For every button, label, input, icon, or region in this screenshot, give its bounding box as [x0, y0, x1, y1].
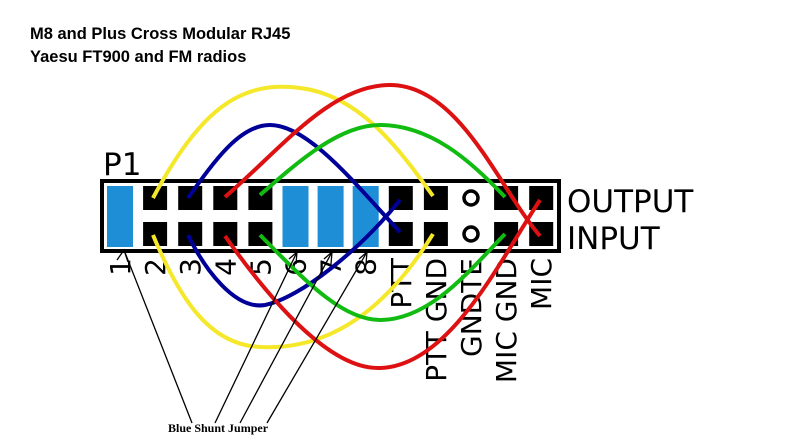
arrow-to-pin-6 — [214, 251, 298, 424]
output-row-label: OUTPUT — [567, 184, 694, 220]
arrowhead — [323, 250, 333, 265]
input-row-label: INPUT — [567, 221, 661, 257]
yellow-wire-bottom — [151, 232, 435, 350]
arrowhead — [358, 250, 368, 265]
shunt-annotation: Blue Shunt Jumper — [168, 421, 269, 435]
arrow-to-pin-8 — [266, 251, 368, 424]
pin-label: 1 — [104, 258, 137, 276]
pin-label: PTT GND — [420, 258, 453, 382]
arrow-to-pin-1 — [123, 249, 193, 424]
pin-grid — [107, 186, 554, 247]
header-label: P1 — [103, 147, 141, 183]
green-wire-bottom — [258, 232, 507, 323]
blue-wire-top — [186, 122, 402, 234]
green-wire-top — [258, 122, 507, 199]
yellow-wire-top — [151, 84, 435, 199]
shunt-jumper-6 — [282, 186, 309, 247]
pin-label: 8 — [350, 258, 383, 276]
output-pin-13 — [529, 186, 554, 210]
pin-label: MIC GND — [490, 258, 523, 383]
input-pin-4 — [213, 222, 238, 246]
title-line-2: Yaesu FT900 and FM radios — [30, 48, 246, 66]
pin-label: MIC — [525, 258, 558, 310]
pin-label: 3 — [174, 258, 207, 276]
shunt-arrows — [116, 248, 368, 424]
red-wire-top — [223, 82, 542, 238]
title-line-1: M8 and Plus Cross Modular RJ45 — [30, 25, 290, 43]
output-pin-11 — [462, 189, 480, 207]
shunt-jumper-1 — [107, 186, 133, 247]
arrowhead — [116, 248, 129, 263]
shunt-jumper-7 — [317, 186, 344, 247]
input-pin-11 — [462, 225, 480, 243]
arrowhead — [288, 250, 298, 265]
blue-wire-bottom — [186, 198, 402, 308]
pin-label: 4 — [209, 258, 242, 276]
arrow-to-pin-7 — [239, 251, 333, 424]
